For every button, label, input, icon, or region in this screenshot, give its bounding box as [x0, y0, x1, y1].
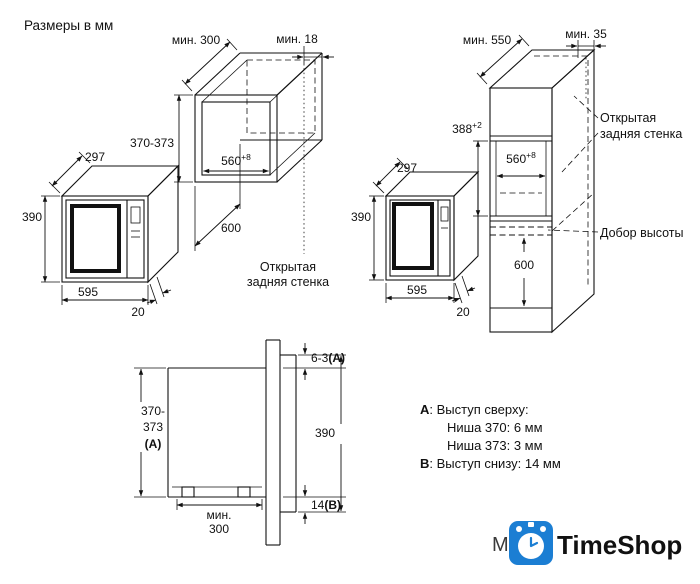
drawing-builtin-oven-right: 297 390 595 20 — [351, 157, 480, 319]
drawing-niche: 370-373 560+8 мин. 300 мин. 18 600 Откры… — [130, 32, 334, 289]
dim-label-oven-left-depth: 297 — [85, 150, 105, 164]
dim-label-niche-min-back-gap: мин. 18 — [276, 32, 318, 46]
dim-label-niche-height-line2: 373 — [143, 420, 163, 434]
dim-label-niche-depth: 600 — [221, 221, 241, 235]
dim-label-oven-left-protrusion: 20 — [131, 305, 145, 319]
oven-foot-left — [181, 486, 195, 498]
legend-a-title: A: Выступ сверху: — [420, 402, 529, 417]
dim-label-niche-height: 370-373 — [130, 136, 174, 150]
dim-label-front-height: 390 — [315, 426, 335, 440]
dim-oven-right-door-protrusion: 20 — [451, 275, 476, 319]
dim-oven-right-depth: 297 — [372, 157, 417, 194]
dim-section-bottom-protrusion: 14(B) — [283, 485, 346, 524]
cabinet-open-back-note: Открытая задняя стенка — [561, 95, 682, 173]
dim-cabinet-niche-width: 560+8 — [496, 150, 546, 179]
oven-control-display — [440, 206, 449, 222]
watermark-partial-text: M — [492, 534, 509, 556]
oven-3d-body — [384, 170, 480, 282]
cabinet-open-back-note-line1: Открытая — [600, 111, 656, 125]
oven-door-window — [392, 202, 434, 270]
dim-label-cabinet-niche-height: 388+2 — [452, 120, 482, 136]
dim-cabinet-min-top-depth: мин. 550 — [463, 33, 530, 85]
oven-control-display — [130, 206, 141, 224]
oven-foot-right — [237, 486, 251, 498]
cabinet-height-filler-note: Добор высоты — [547, 226, 684, 240]
dim-label-cabinet-lower-compartment: 600 — [514, 258, 534, 272]
oven-3d-body — [60, 164, 180, 284]
timeshop-brand-text: TimeShop — [557, 530, 682, 560]
dim-oven-right-height: 390 — [351, 195, 384, 281]
dim-label-bottom-protrusion: 14(B) — [311, 498, 341, 512]
legend-notes: A: Выступ сверху: Ниша 370: 6 мм Ниша 37… — [420, 402, 561, 471]
section-body — [167, 339, 297, 546]
dim-section-min-depth: мин. 300 — [176, 499, 263, 536]
dim-label-oven-right-depth: 297 — [397, 161, 417, 175]
height-filler-label: Добор высоты — [600, 226, 684, 240]
open-back-indication — [534, 55, 589, 288]
dim-oven-left-door-protrusion: 20 — [131, 276, 172, 319]
niche-3d-body — [194, 52, 323, 183]
dim-niche-depth: 600 — [194, 144, 241, 251]
niche-open-back-outline — [246, 59, 316, 134]
drawing-tall-cabinet: мин. 550 мин. 35 388+2 560+8 600 — [452, 27, 684, 334]
dim-oven-left-depth: 297 — [48, 150, 105, 194]
cabinet-3d-body — [488, 48, 596, 334]
page-title: Размеры в мм — [24, 18, 113, 33]
dim-section-front-height: 390 — [315, 355, 344, 512]
dim-label-niche-width: 560+8 — [221, 152, 251, 168]
dim-oven-left-height: 390 — [22, 195, 60, 283]
dim-label-oven-right-height: 390 — [351, 210, 371, 224]
drawing-front-section: 6-3(A) 390 14(B) 370- 373 (A) мин — [134, 339, 346, 546]
dim-section-top-protrusion: 6-3(A) — [283, 343, 346, 380]
dim-label-oven-right-protrusion: 20 — [456, 305, 470, 319]
dim-oven-right-width: 595 — [385, 283, 455, 303]
dim-label-min-depth-line2: 300 — [209, 522, 229, 536]
dim-label-oven-left-height: 390 — [22, 210, 42, 224]
dim-label-niche-min-top-depth: мин. 300 — [172, 33, 221, 47]
dim-label-oven-right-width: 595 — [407, 283, 427, 297]
timeshop-clock-icon — [509, 521, 553, 565]
dim-label-niche-height-line1: 370- — [141, 404, 165, 418]
dim-cabinet-niche-height: 388+2 — [452, 120, 488, 217]
oven-door-window — [70, 204, 121, 273]
dim-label-cabinet-min-back-gap: мин. 35 — [565, 27, 607, 41]
dim-section-niche-height: 370- 373 (A) — [134, 367, 166, 498]
dim-cabinet-min-back-gap: мин. 35 — [565, 27, 607, 100]
height-filler-band — [490, 192, 595, 236]
niche-open-back-note-line1: Открытая — [260, 260, 316, 274]
dim-niche-height: 370-373 — [130, 94, 193, 183]
legend-a-item2: Ниша 373: 3 мм — [447, 438, 543, 453]
dim-label-cabinet-niche-width: 560+8 — [506, 150, 536, 166]
legend-b-title: B: Выступ снизу: 14 мм — [420, 456, 561, 471]
timeshop-watermark: M TimeShop — [492, 521, 682, 565]
dim-cabinet-lower-compartment: 600 — [514, 237, 534, 307]
dim-oven-left-width: 595 — [61, 285, 149, 305]
dim-label-niche-height-ref: (A) — [145, 437, 162, 451]
dim-niche-min-back-gap: мин. 18 — [276, 32, 334, 254]
niche-open-back-note-line2: задняя стенка — [247, 275, 329, 289]
dim-label-min-depth-line1: мин. — [207, 508, 232, 522]
drawing-builtin-oven-left: 297 390 595 20 — [22, 150, 180, 319]
dim-label-top-protrusion: 6-3(A) — [311, 351, 345, 365]
dim-label-oven-left-width: 595 — [78, 285, 98, 299]
dim-niche-min-top-depth: мин. 300 — [172, 33, 238, 92]
dim-niche-width: 560+8 — [203, 152, 269, 174]
cabinet-open-back-note-line2: задняя стенка — [600, 127, 682, 141]
dim-label-cabinet-min-top-depth: мин. 550 — [463, 33, 512, 47]
legend-a-item1: Ниша 370: 6 мм — [447, 420, 543, 435]
